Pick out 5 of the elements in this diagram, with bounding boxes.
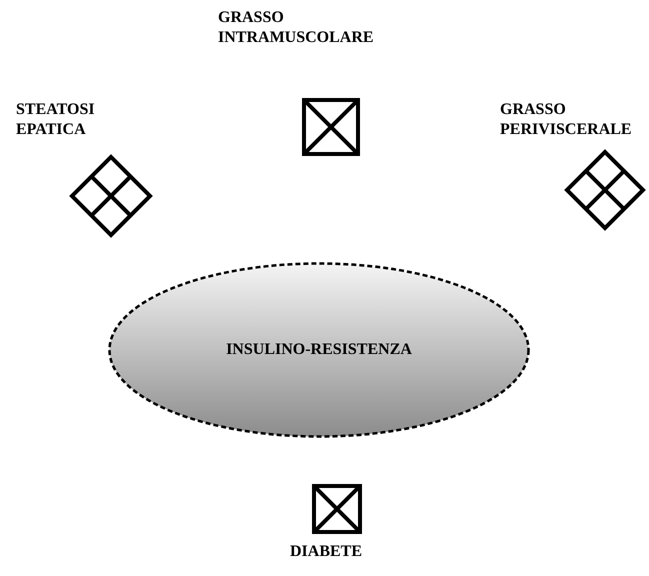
node-label: GRASSO PERIVISCERALE	[500, 100, 633, 140]
node-label: GRASSO INTRAMUSCOLARE	[218, 8, 375, 48]
node-label: DIABETE	[290, 542, 364, 562]
node-label: INSULINO-RESISTENZA	[225, 340, 413, 360]
node-label: STEATOSI EPATICA	[16, 100, 96, 140]
